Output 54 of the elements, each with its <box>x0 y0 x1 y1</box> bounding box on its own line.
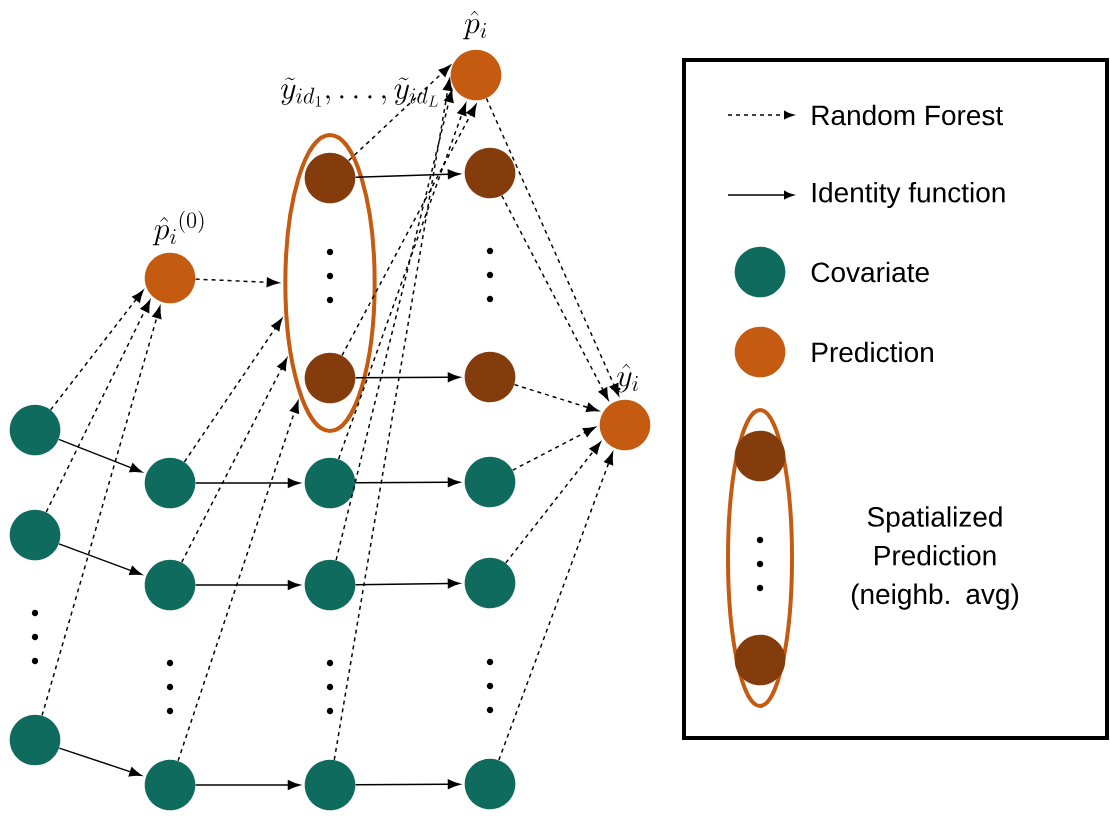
dashed-arrow <box>337 103 467 460</box>
node-label: $\hat{p}_i{}^{(0)}$ <box>152 210 204 246</box>
covariate-circle <box>464 758 516 810</box>
arrow <box>194 478 301 488</box>
arrow <box>354 578 461 589</box>
covariate-circle <box>144 759 196 811</box>
node-label: $\hat{p}_i$ <box>463 10 487 40</box>
covariate-circle <box>304 457 356 509</box>
dashed-arrow <box>49 290 144 411</box>
dashed-arrow <box>41 306 162 717</box>
node-label: $\tilde{y}_{id_1}, \dots, \tilde{y}_{id_L}$ <box>281 77 438 107</box>
arrow <box>354 477 461 488</box>
arrow <box>58 543 142 576</box>
covariate-circle <box>9 404 61 456</box>
arrow <box>354 169 461 180</box>
dashed-arrow <box>181 357 288 563</box>
spatial-prediction-circle <box>304 352 356 404</box>
dashed-arrow <box>333 78 453 761</box>
dashed-arrow <box>194 277 279 288</box>
spatial-prediction-circle <box>464 351 516 403</box>
legend-label: Covariate <box>811 261 929 283</box>
dashed-arrow <box>183 318 283 463</box>
dashed-arrow <box>341 104 477 357</box>
covariate-circle <box>144 559 196 611</box>
legend-label: Prediction <box>812 341 933 363</box>
covariate-circle <box>464 456 516 508</box>
dashed-arrow <box>347 64 451 162</box>
arrow <box>58 438 143 473</box>
dashed-arrow <box>498 452 614 761</box>
spatial-prediction-circle <box>304 152 356 204</box>
arrow <box>354 372 461 383</box>
dashed-arrow <box>485 97 620 396</box>
arrow <box>194 780 301 790</box>
covariate-circle <box>304 759 356 811</box>
dashed-arrow <box>45 299 151 513</box>
dashed-arrow <box>177 400 300 762</box>
covariate-circle <box>9 714 61 766</box>
covariate-circle <box>144 457 196 509</box>
legend-label: Identity function <box>812 181 1005 209</box>
arrow <box>58 747 142 777</box>
dashed-arrow <box>501 194 609 401</box>
legend-label: Random Forest <box>812 104 1003 126</box>
arrow <box>354 779 461 790</box>
dashed-arrow <box>505 441 601 564</box>
dashed-arrow <box>511 426 596 471</box>
node-label: $\hat{y}_i$ <box>617 363 638 393</box>
spatial-prediction-circle <box>464 147 516 199</box>
arrow <box>194 580 301 590</box>
legend-label: Spatialized Prediction (neighb. avg) <box>851 506 1019 610</box>
covariate-circle <box>304 559 356 611</box>
dashed-arrow <box>513 383 599 413</box>
dashed-arrow <box>335 90 454 561</box>
covariate-circle <box>464 557 516 609</box>
covariate-circle <box>9 509 61 561</box>
